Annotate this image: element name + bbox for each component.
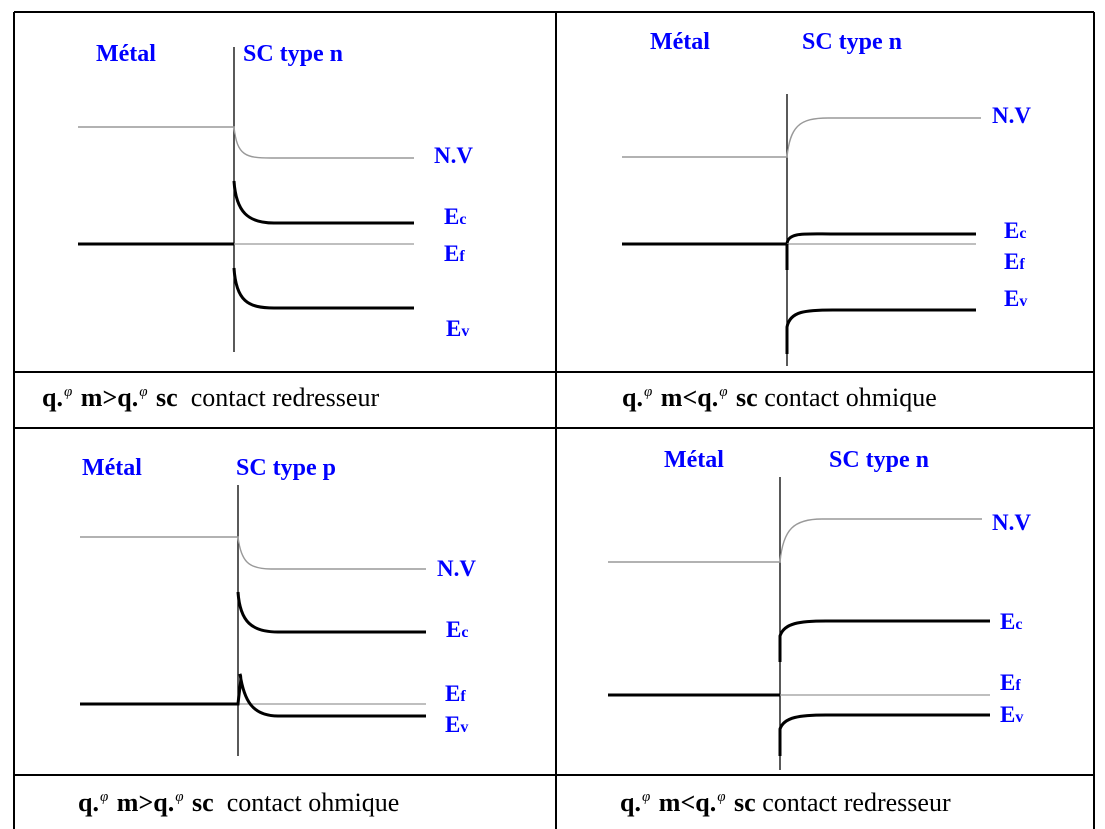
sc-type-label: SC type p <box>236 455 337 481</box>
panel-2: Métal SC type n N.V Ec Ef Ev <box>558 14 1092 370</box>
nv-label: N.V <box>992 103 1031 128</box>
conduction-band <box>778 619 990 662</box>
valence-band <box>80 673 426 718</box>
band-diagram-4 <box>608 477 990 770</box>
band-diagram-2 <box>622 94 981 366</box>
ev-label: Ev <box>1000 702 1024 727</box>
vacuum-level <box>80 536 426 570</box>
caption-1: q.φ m>q.φ sc contact redresseur <box>42 383 380 412</box>
caption-2: q.φ m<q.φ sc contact ohmique <box>622 383 937 412</box>
ef-label: Ef <box>444 241 465 266</box>
vacuum-level <box>622 117 981 158</box>
metal-label: Métal <box>96 41 156 67</box>
nv-label: N.V <box>437 556 476 581</box>
ev-label: Ev <box>446 316 470 341</box>
valence-band <box>785 308 976 354</box>
caption-4: q.φ m<q.φ sc contact redresseur <box>620 788 951 817</box>
conduction-band <box>622 232 976 246</box>
vacuum-level <box>78 126 414 159</box>
band-diagram-1 <box>78 47 414 352</box>
nv-label: N.V <box>992 510 1031 535</box>
conduction-band <box>232 180 414 225</box>
metal-label: Métal <box>650 29 710 55</box>
vacuum-level <box>608 518 982 563</box>
ef-label: Ef <box>1000 670 1021 695</box>
ec-label: Ec <box>1004 218 1027 243</box>
ev-label: Ev <box>1004 286 1028 311</box>
panel-3: Métal SC type p N.V Ec Ef Ev <box>16 430 554 774</box>
ec-label: Ec <box>1000 609 1023 634</box>
caption-3: q.φ m>q.φ sc contact ohmique <box>78 788 400 817</box>
ef-label: Ef <box>1004 249 1025 274</box>
ec-label: Ec <box>444 204 467 229</box>
sc-type-label: SC type n <box>829 447 930 473</box>
panel-4: Métal SC type n N.V Ec Ef Ev <box>558 430 1092 774</box>
conduction-band <box>236 591 426 634</box>
valence-band <box>778 713 990 756</box>
valence-band <box>232 267 414 310</box>
panel-1: Métal SC type n N.V Ec Ef Ev <box>16 14 554 370</box>
metal-label: Métal <box>664 447 724 473</box>
sc-type-label: SC type n <box>243 41 344 67</box>
sc-type-label: SC type n <box>802 29 903 55</box>
ef-label: Ef <box>445 681 466 706</box>
nv-label: N.V <box>434 143 473 168</box>
band-diagram-3 <box>80 485 426 756</box>
ec-label: Ec <box>446 617 469 642</box>
metal-label: Métal <box>82 455 142 481</box>
ev-label: Ev <box>445 712 469 737</box>
